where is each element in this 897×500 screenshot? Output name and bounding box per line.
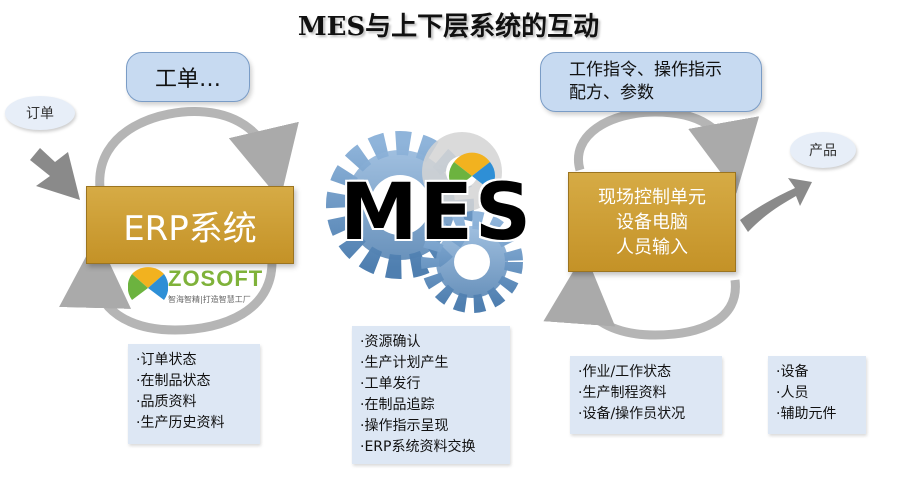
list-item: ·操作指示呈现 bbox=[360, 418, 449, 434]
field-control-line-1: 现场控制单元 bbox=[598, 186, 706, 208]
product-arrow bbox=[740, 178, 812, 232]
zosoft-logo-text: ZOSOFT bbox=[168, 266, 264, 291]
field-status-list: ·作业/工作状态 ·生产制程资料 ·设备/操作员状况 bbox=[570, 356, 722, 434]
zosoft-fan-icon bbox=[128, 267, 168, 300]
field-control-line-2: 设备电脑 bbox=[616, 211, 688, 233]
list-item: ·生产计划产生 bbox=[360, 355, 449, 371]
list-item: ·订单状态 bbox=[136, 352, 197, 368]
right-cycle-bottom-arrow bbox=[543, 252, 740, 340]
product-oval: 产品 bbox=[790, 132, 856, 168]
work-order-label: 工单… bbox=[154, 67, 221, 92]
list-item: ·ERP系统资料交换 bbox=[360, 439, 476, 455]
mes-function-list: ·资源确认 ·生产计划产生 ·工单发行 ·在制品追踪 ·操作指示呈现 ·ERP系… bbox=[352, 326, 510, 464]
list-item: ·工单发行 bbox=[360, 376, 421, 392]
instruction-bubble: 工作指令、操作指示 配方、参数 bbox=[540, 52, 762, 112]
list-item: ·品质资料 bbox=[136, 394, 197, 410]
order-oval: 订单 bbox=[5, 96, 75, 130]
zosoft-logo-subtext: 智海智精|打造智慧工厂 bbox=[168, 295, 251, 304]
diagram-title: MES与上下层系统的互动 bbox=[297, 12, 600, 42]
right-cycle-top-arrow bbox=[574, 107, 760, 194]
erp-system-box: ERP系统 bbox=[86, 186, 294, 264]
list-item: ·设备 bbox=[776, 364, 809, 380]
list-item: ·作业/工作状态 bbox=[578, 364, 672, 380]
fan-logo-icon bbox=[448, 152, 496, 190]
list-item: ·生产制程资料 bbox=[578, 385, 667, 401]
field-control-line-3: 人员输入 bbox=[616, 236, 688, 258]
erp-info-list: ·订单状态 ·在制品状态 ·品质资料 ·生产历史资料 bbox=[128, 344, 260, 444]
order-label: 订单 bbox=[26, 106, 54, 122]
list-item: ·资源确认 bbox=[360, 334, 421, 350]
order-arrow bbox=[30, 148, 80, 200]
product-label: 产品 bbox=[809, 143, 837, 159]
instruction-line-1: 工作指令、操作指示 bbox=[569, 60, 722, 80]
gear-small-icon bbox=[421, 211, 523, 313]
list-item: ·人员 bbox=[776, 385, 809, 401]
list-item: ·在制品追踪 bbox=[360, 397, 435, 413]
list-item: ·设备/操作员状况 bbox=[578, 406, 686, 422]
resource-list: ·设备 ·人员 ·辅助元件 bbox=[768, 356, 866, 434]
mes-label: MES bbox=[340, 168, 534, 258]
left-cycle-bottom-arrow bbox=[59, 236, 277, 335]
list-item: ·辅助元件 bbox=[776, 406, 837, 422]
list-item: ·在制品状态 bbox=[136, 373, 211, 389]
list-item: ·生产历史资料 bbox=[136, 415, 225, 431]
zosoft-logo: ZOSOFT 智海智精|打造智慧工厂 bbox=[128, 264, 278, 308]
work-order-bubble: 工单… bbox=[126, 52, 250, 102]
erp-system-label: ERP系统 bbox=[123, 208, 257, 249]
left-cycle-top-arrow bbox=[95, 107, 299, 201]
instruction-line-2: 配方、参数 bbox=[569, 83, 654, 103]
field-control-box: 现场控制单元 设备电脑 人员输入 bbox=[568, 172, 736, 272]
